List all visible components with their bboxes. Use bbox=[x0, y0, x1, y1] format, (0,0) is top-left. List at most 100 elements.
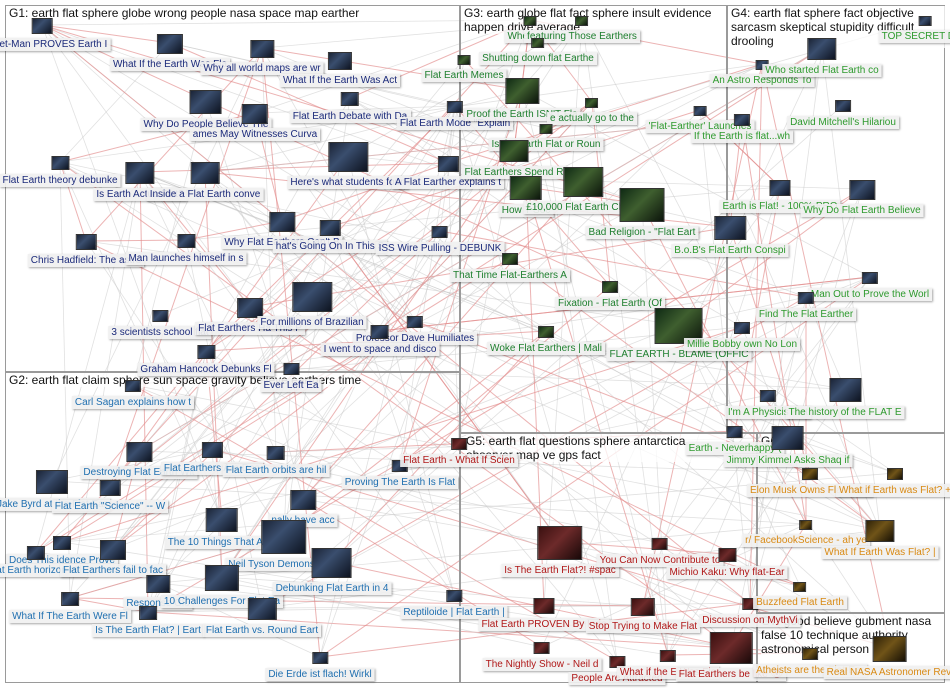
network-node[interactable]: The history of the FLAT E bbox=[785, 378, 905, 420]
network-node[interactable]: What If The Earth Were Fl bbox=[9, 592, 131, 624]
edge bbox=[582, 180, 863, 190]
network-node[interactable]: r/ FacebookScience - ah ye bbox=[742, 520, 870, 548]
network-node[interactable]: Inside a Flat Earth conve bbox=[146, 162, 264, 202]
network-node[interactable]: FLAT EARTH - BLAME (OFFIC bbox=[606, 308, 752, 362]
network-node[interactable]: If the Earth is flat...wh bbox=[690, 114, 794, 144]
network-node[interactable]: Rocket-Man PROVES Earth I bbox=[0, 18, 111, 52]
node-label: Flat Earthers Spend R bbox=[461, 166, 567, 179]
network-node[interactable]: Why all world maps are wr bbox=[200, 40, 324, 76]
network-node[interactable]: Flat Earth - What If Scien bbox=[400, 438, 518, 468]
network-node[interactable]: 'Flat-Earther' Launches bbox=[645, 106, 755, 134]
network-node[interactable]: Flat Earth PROVEN By Inde bbox=[478, 598, 610, 632]
network-node[interactable]: Graham Hancock Debunks Fl bbox=[137, 345, 275, 377]
network-node[interactable]: Stop Trying to Make Flat bbox=[585, 598, 701, 634]
edge bbox=[59, 161, 223, 520]
video-thumbnail bbox=[311, 652, 328, 664]
network-node[interactable]: £10,000 Flat Earth Challe bbox=[523, 167, 643, 215]
node-label: 'Flat-Earther' Launches bbox=[645, 120, 755, 133]
network-node[interactable]: Flat Earthers Spend R bbox=[461, 140, 567, 180]
network-node[interactable]: For millions of Brazilian bbox=[257, 282, 367, 330]
network-node[interactable]: Real NASA Astronomer Revi bbox=[823, 636, 950, 680]
node-label: Flat Earth orbits are hil bbox=[222, 464, 330, 477]
network-node[interactable]: ames May Witnesses Curva bbox=[189, 104, 321, 142]
network-node[interactable]: Shutting down flat Earthe bbox=[479, 38, 597, 66]
network-node[interactable]: Die Erde ist flach! Wirkl bbox=[265, 652, 375, 682]
node-label: David Mitchell's Hilariou bbox=[787, 116, 899, 129]
network-node[interactable]: Flat Earth vs. Round Eart bbox=[202, 598, 322, 638]
network-node[interactable]: TOP SECRET DES bbox=[878, 16, 950, 44]
network-node[interactable]: What If the Earth Was Act bbox=[279, 52, 401, 88]
network-node[interactable]: Flat Earthers fail to fac bbox=[59, 540, 167, 578]
network-node[interactable]: Why Do People Believe The bbox=[140, 90, 272, 132]
network-node[interactable]: Michio Kaku: Why flat-Ear bbox=[666, 548, 788, 580]
network-node[interactable]: Man Out to Prove the Worl bbox=[807, 272, 933, 302]
network-node[interactable]: Debunking Flat Earth in 4 bbox=[272, 548, 392, 596]
network-node[interactable]: Here's what students foun bbox=[287, 142, 409, 190]
edge bbox=[641, 203, 807, 525]
network-node[interactable]: Flat Earth theory debunke bbox=[0, 156, 121, 188]
edge bbox=[347, 155, 891, 649]
video-thumbnail bbox=[799, 520, 813, 530]
network-node[interactable]: The Nightly Show - Neil d bbox=[482, 642, 602, 672]
network-node[interactable]: I went to space and disco bbox=[320, 325, 440, 357]
node-label: Earth - Neverhappy ( bbox=[685, 442, 785, 455]
network-node[interactable]: Buzzfeed Flat Earth bbox=[753, 582, 847, 610]
edge bbox=[41, 19, 531, 26]
network-node[interactable]: Proving The Earth Is Flat bbox=[341, 460, 459, 490]
video-thumbnail bbox=[189, 90, 222, 114]
network-node[interactable]: Reptiloide | Flat Earth | bbox=[400, 590, 508, 620]
network-node[interactable]: What If Earth Was Flat? | bbox=[821, 520, 939, 560]
node-label: Flat Earth Debate with Da bbox=[289, 110, 411, 123]
network-node[interactable]: What if Earth was Flat? + bbox=[836, 468, 950, 498]
network-node[interactable]: Flat Earth orbits are hil bbox=[222, 446, 330, 478]
network-node[interactable]: hat's Going On In This S bbox=[272, 220, 388, 254]
video-thumbnail bbox=[283, 363, 299, 375]
network-node[interactable]: Destroying Flat Earth Wit bbox=[80, 442, 198, 480]
network-node[interactable]: featuring Those Earthers bbox=[524, 16, 640, 44]
network-node[interactable]: Is The Earth Flat?! #spac bbox=[501, 526, 619, 578]
network-node[interactable]: Why Do Flat Earth Believe bbox=[800, 180, 924, 218]
video-thumbnail bbox=[717, 548, 736, 562]
video-thumbnail bbox=[659, 650, 676, 662]
network-node[interactable]: Carl Sagan explains how t bbox=[71, 380, 195, 410]
video-thumbnail bbox=[502, 253, 518, 265]
network-node[interactable]: Bad Religion - "Flat Eart bbox=[585, 188, 699, 240]
video-thumbnail bbox=[873, 636, 907, 662]
network-node[interactable]: Flat Earth Memes bbox=[421, 55, 507, 83]
network-node[interactable]: Fixation - Flat Earth (Of bbox=[555, 281, 665, 311]
network-node[interactable]: Who started Flat Earth co bbox=[762, 38, 882, 78]
network-node[interactable]: e actually go to the bbox=[547, 98, 637, 126]
node-label: Is The Earth Flat? | Eart bbox=[92, 624, 204, 637]
node-label: e actually go to the bbox=[547, 112, 637, 125]
network-node[interactable]: A Flat Earther explains t bbox=[391, 156, 505, 190]
network-node[interactable]: Is The Earth Flat? | Eart bbox=[92, 606, 204, 638]
network-node[interactable]: Flat Earth "Science" -- W bbox=[51, 480, 169, 514]
network-node[interactable]: That Time Flat-Earthers A bbox=[450, 253, 570, 283]
node-label: What if Earth was Flat? + bbox=[836, 484, 950, 497]
edge bbox=[139, 171, 149, 613]
network-node[interactable]: The 10 Things That All F bbox=[164, 508, 280, 550]
node-label: Man Out to Prove the Worl bbox=[807, 288, 933, 301]
network-node[interactable]: Chris Hadfield: The astro bbox=[27, 234, 145, 268]
node-label: What If Earth Was Flat? | bbox=[821, 546, 939, 559]
video-thumbnail bbox=[509, 176, 542, 200]
video-thumbnail bbox=[887, 468, 903, 480]
video-thumbnail bbox=[52, 536, 71, 550]
network-node[interactable]: Earth - Neverhappy ( bbox=[685, 426, 785, 456]
network-node[interactable]: Man launches himself in s bbox=[125, 234, 247, 266]
network-node[interactable]: B.o.B's Flat Earth Conspi bbox=[671, 216, 789, 258]
network-node[interactable]: Jimmy Kimmel Asks Shaq if bbox=[723, 426, 853, 468]
network-node[interactable]: What If the Earth Was Fla bbox=[109, 34, 231, 72]
video-thumbnail bbox=[714, 216, 746, 240]
network-node[interactable]: Flat Earth Debate with Da bbox=[289, 92, 411, 124]
network-node[interactable]: ISS Wire Pulling - DEBUNK bbox=[375, 226, 505, 256]
network-node[interactable]: 3 scientists school flat bbox=[108, 310, 212, 340]
node-label: Discussion on MythVi bbox=[699, 614, 801, 627]
network-node[interactable]: David Mitchell's Hilariou bbox=[787, 100, 899, 130]
network-node[interactable]: Millie Bobby own No Lon bbox=[683, 322, 801, 352]
network-node[interactable]: Woke Flat Earthers | Mali bbox=[487, 326, 605, 356]
node-label: If the Earth is flat...wh bbox=[690, 130, 794, 143]
network-node[interactable]: Ever Left Ea bbox=[260, 363, 322, 393]
network-node[interactable]: Find The Flat Earther bbox=[755, 292, 857, 322]
network-node[interactable]: You Can Now Contribute to bbox=[596, 538, 724, 568]
